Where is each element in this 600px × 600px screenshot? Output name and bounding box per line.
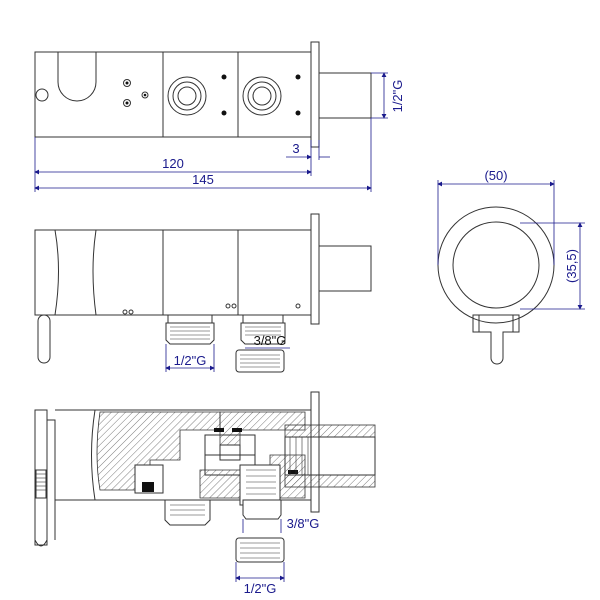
- section-nut: [235, 537, 285, 563]
- dim-side-thread-large: 1/2"G: [174, 353, 207, 368]
- end-view: (50) (35,5): [437, 168, 585, 365]
- section-view: 3/8"G 1/2"G: [34, 391, 376, 596]
- section-outlet-2: [242, 499, 282, 520]
- handle-cutout: [57, 52, 97, 102]
- dim-overall-length: 145: [192, 172, 214, 187]
- side-lever: [37, 314, 51, 364]
- dim-outlet-thread: 1/2"G: [390, 80, 405, 113]
- end-outer-circle: [437, 206, 555, 324]
- side-outlet-pipe: [318, 245, 372, 292]
- dim-flange-gap: 3: [292, 141, 299, 156]
- dim-diameter: (50): [484, 168, 507, 183]
- dim-side-thread-small: 3/8"G: [254, 333, 287, 348]
- top-view: 1/2"G 3 120 145: [34, 41, 405, 192]
- end-inner-circle: [452, 221, 540, 309]
- dim-section-thread-small: 3/8"G: [287, 516, 320, 531]
- side-outlet-2: [240, 322, 286, 345]
- end-lever: [472, 314, 520, 365]
- valve-outlet-2: [242, 76, 282, 116]
- side-outlet-1: [165, 322, 215, 345]
- section-lever: [34, 469, 48, 547]
- side-view: 1/2"G 3/8"G: [34, 213, 372, 373]
- dim-section-thread-large: 1/2"G: [244, 581, 277, 596]
- dim-inner-length: 120: [162, 156, 184, 171]
- valve-outlet-1: [167, 76, 207, 116]
- side-nut: [235, 349, 285, 373]
- section-outlet-1: [164, 499, 211, 526]
- dim-offset: (35,5): [564, 249, 579, 283]
- side-body: [34, 229, 312, 316]
- section-body-hatch-left: [96, 411, 221, 491]
- top-flange: [310, 41, 320, 148]
- top-outlet-pipe: [318, 72, 372, 119]
